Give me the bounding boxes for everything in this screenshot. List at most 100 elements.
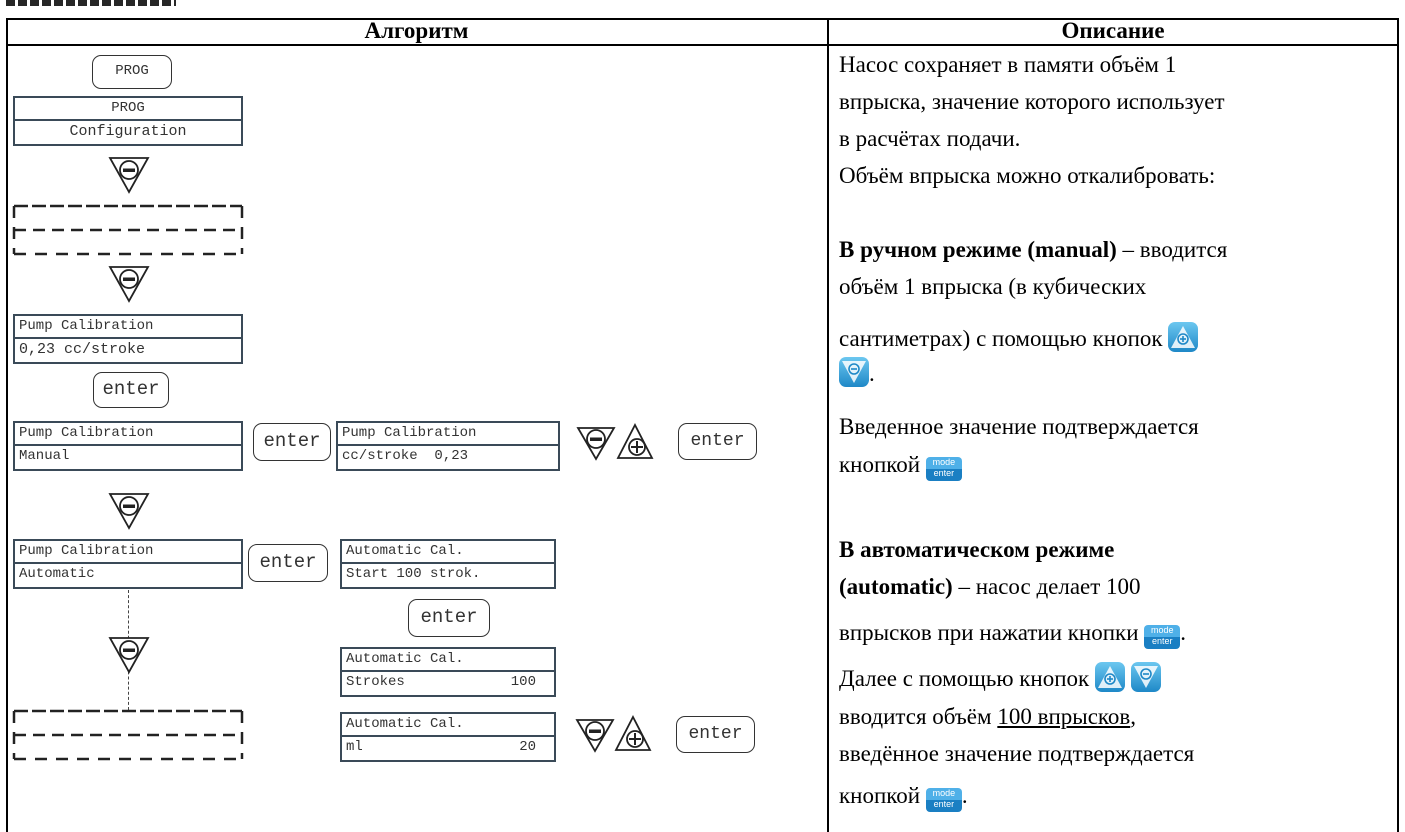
lcd-line-1: Automatic Cal. (342, 541, 554, 564)
mode-enter-button-icon: mode enter (1144, 625, 1181, 649)
desc-text: вводится объём (839, 704, 998, 729)
mode-label: mode (932, 788, 956, 798)
manual-mode-heading: В ручном режиме (manual) – вводится (839, 237, 1227, 263)
enter-label: enter (1152, 636, 1173, 646)
enter-key-label: enter (688, 724, 743, 744)
auto-mode-bold: (automatic) (839, 574, 953, 599)
desc-line-with-icon: впрысков при нажатии кнопки mode enter . (839, 620, 1186, 649)
lcd-line-2: Strokes 100 (342, 672, 554, 695)
lcd-pump-calibration-manual: Pump Calibration Manual (13, 421, 243, 471)
enter-label: enter (933, 799, 955, 809)
algorithm-table: Алгоритм Описание (6, 18, 1399, 832)
plus-button-icon (1168, 322, 1199, 352)
enter-key-label: enter (420, 606, 478, 628)
lcd-automatic-start: Automatic Cal. Start 100 strok. (340, 539, 556, 589)
period: . (869, 361, 875, 386)
lcd-line-2: Manual (19, 448, 70, 464)
plus-button-icon (1094, 662, 1125, 692)
auto-mode-line: (automatic) – насос делает 100 (839, 574, 1141, 600)
desc-text: кнопкой (839, 452, 921, 477)
auto-mode-heading: В автоматическом режиме (839, 537, 1114, 563)
lcd-line-1: Pump Calibration (338, 423, 558, 446)
enter-key-label: enter (102, 378, 160, 400)
lcd-line-1: Pump Calibration (15, 316, 241, 339)
header-algorithm: Алгоритм (364, 18, 469, 43)
desc-text: кнопкой (839, 783, 921, 808)
enter-key: enter (678, 423, 757, 460)
lcd-line-1: Pump Calibration (15, 541, 241, 564)
clipped-section-heading (6, 0, 206, 6)
auto-mode-bold: В автоматическом режиме (839, 537, 1115, 562)
mode-label: mode (932, 457, 956, 467)
desc-line: Введенное значение подтверждается (839, 414, 1199, 439)
lcd-line-2: Configuration (69, 123, 187, 140)
manual-mode-bold: В ручном режиме (manual) (839, 237, 1117, 262)
lcd-line-2: cc/stroke 0,23 (342, 448, 469, 464)
manual-mode-rest: – вводится (1116, 237, 1228, 262)
desc-text: сантиметрах) с помощью кнопок (839, 326, 1163, 351)
header-description: Описание (1061, 18, 1165, 43)
auto-mode-rest: – насос делает 100 (952, 574, 1141, 599)
dashed-placeholder-box (12, 204, 244, 256)
desc-line: впрыска, значение которого использует (839, 89, 1225, 114)
desc-underlined: 100 впрысков (997, 704, 1131, 729)
enter-key-label: enter (690, 431, 745, 451)
enter-key-label: enter (263, 430, 321, 452)
enter-key: enter (93, 372, 169, 408)
lcd-line-1: Automatic Cal. (342, 714, 554, 737)
lcd-automatic-ml: Automatic Cal. ml 20 (340, 712, 556, 762)
strokes-label: Strokes (346, 674, 405, 690)
lcd-line-1: Pump Calibration (15, 423, 241, 446)
lcd-line-2: Start 100 strok. (346, 566, 481, 582)
prog-key: PROG (92, 55, 172, 89)
desc-line-with-icon: . (839, 357, 875, 387)
enter-key: enter (676, 716, 755, 753)
enter-key: enter (248, 544, 328, 582)
minus-down-arrow-icon (575, 719, 615, 753)
strokes-value: 100 (510, 674, 536, 690)
plus-up-arrow-icon (614, 715, 652, 751)
desc-line-with-icon: кнопкой mode enter . (839, 783, 968, 812)
desc-line: в расчётах подачи. (839, 126, 1021, 151)
minus-down-arrow-icon (108, 157, 150, 194)
enter-label: enter (933, 468, 955, 478)
minus-down-arrow-icon (108, 637, 150, 674)
ml-label: ml (346, 739, 363, 755)
desc-text: , (1130, 704, 1137, 729)
lcd-prog-configuration: PROG Configuration (13, 96, 243, 146)
lcd-pump-calibration-automatic: Pump Calibration Automatic (13, 539, 243, 589)
lcd-line-1: PROG (15, 98, 241, 121)
period: . (961, 783, 968, 808)
minus-down-arrow-icon (108, 493, 150, 530)
lcd-line-2: Automatic (19, 566, 95, 582)
plus-up-arrow-icon (616, 423, 654, 459)
minus-down-arrow-icon (108, 266, 150, 303)
dashed-placeholder-box (12, 709, 244, 761)
period: . (1180, 620, 1187, 645)
desc-line: объём 1 впрыска (в кубических (839, 274, 1147, 299)
desc-line-with-icon: сантиметрах) с помощью кнопок (839, 322, 1199, 352)
desc-text: впрысков при нажатии кнопки (839, 620, 1139, 645)
lcd-automatic-strokes: Automatic Cal. Strokes 100 (340, 647, 556, 697)
desc-line: вводится объём 100 впрысков, (839, 704, 1136, 730)
lcd-line-2: ml 20 (342, 737, 554, 760)
enter-key-label: enter (259, 551, 317, 573)
mode-label: mode (1151, 625, 1174, 635)
desc-line-with-icon: Далее с помощью кнопок (839, 662, 1161, 692)
desc-text: Далее с помощью кнопок (839, 666, 1090, 691)
ml-value: 20 (519, 739, 536, 755)
lcd-line-1: Automatic Cal. (342, 649, 554, 672)
lcd-manual-cc-stroke: Pump Calibration cc/stroke 0,23 (336, 421, 560, 471)
desc-line: Насос сохраняет в памяти объём 1 (839, 52, 1177, 77)
enter-key: enter (253, 423, 331, 461)
desc-line-with-icon: кнопкой mode enter (839, 452, 962, 481)
lcd-pump-calibration-value: Pump Calibration 0,23 cc/stroke (13, 314, 243, 364)
minus-down-arrow-icon (576, 427, 616, 461)
minus-button-icon (1130, 662, 1161, 692)
prog-key-label: PROG (115, 63, 149, 79)
enter-key: enter (408, 599, 490, 637)
lcd-line-2: 0,23 cc/stroke (19, 341, 146, 358)
mode-enter-button-icon: mode enter (925, 457, 962, 481)
minus-button-icon (839, 357, 869, 387)
desc-line: введённое значение подтверждается (839, 741, 1195, 766)
